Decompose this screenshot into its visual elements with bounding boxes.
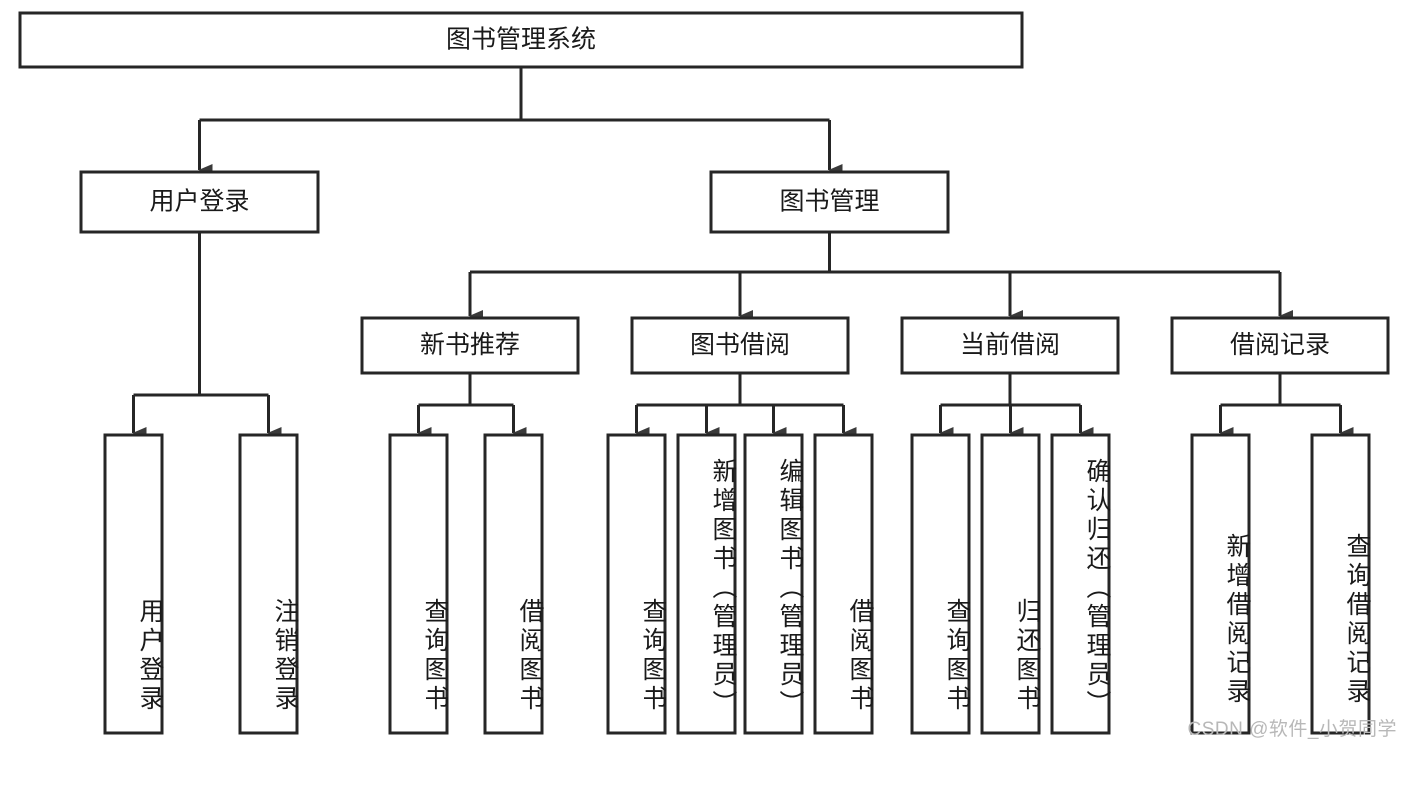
- leaf-node-box[interactable]: [103, 433, 164, 735]
- leaf-node-box[interactable]: [980, 433, 1041, 735]
- root-node-box[interactable]: 图书管理系统: [18, 11, 1024, 69]
- leaf-node-box[interactable]: [388, 433, 449, 735]
- leaf-node-box[interactable]: [743, 433, 804, 735]
- level3-node-box[interactable]: 借阅记录: [1170, 316, 1390, 375]
- level3-node-box[interactable]: 新书推荐: [360, 316, 580, 375]
- node-label: 新书推荐: [420, 331, 520, 359]
- level2-node-box[interactable]: 图书管理: [709, 170, 950, 234]
- node-label: 图书管理系统: [446, 26, 596, 54]
- node-label: 借阅记录: [1230, 331, 1330, 359]
- node-label: 当前借阅: [960, 331, 1060, 359]
- leaf-node-box[interactable]: [1310, 433, 1371, 735]
- leaf-node-box[interactable]: [813, 433, 874, 735]
- leaf-node-box[interactable]: [910, 433, 971, 735]
- level2-node-box[interactable]: 用户登录: [79, 170, 320, 234]
- leaf-node-box[interactable]: [606, 433, 667, 735]
- leaf-node-box[interactable]: [1190, 433, 1251, 735]
- watermark-text: CSDN @软件_小贺同学: [1187, 719, 1397, 740]
- node-label: 图书管理: [779, 188, 879, 216]
- connector-lines: [132, 67, 1354, 439]
- leaf-node-box[interactable]: [1050, 433, 1111, 735]
- leaf-node-box[interactable]: [676, 433, 737, 735]
- level3-node-box[interactable]: 图书借阅: [630, 316, 850, 375]
- leaf-node-box[interactable]: [238, 433, 299, 735]
- node-label: 用户登录: [149, 188, 249, 216]
- leaf-node-box[interactable]: [483, 433, 544, 735]
- level3-node-box[interactable]: 当前借阅: [900, 316, 1120, 375]
- diagram-canvas: 图书管理系统用户登录图书管理新书推荐图书借阅当前借阅借阅记录 用户登录注销登录查…: [18, 11, 1397, 740]
- node-label: 图书借阅: [690, 331, 790, 359]
